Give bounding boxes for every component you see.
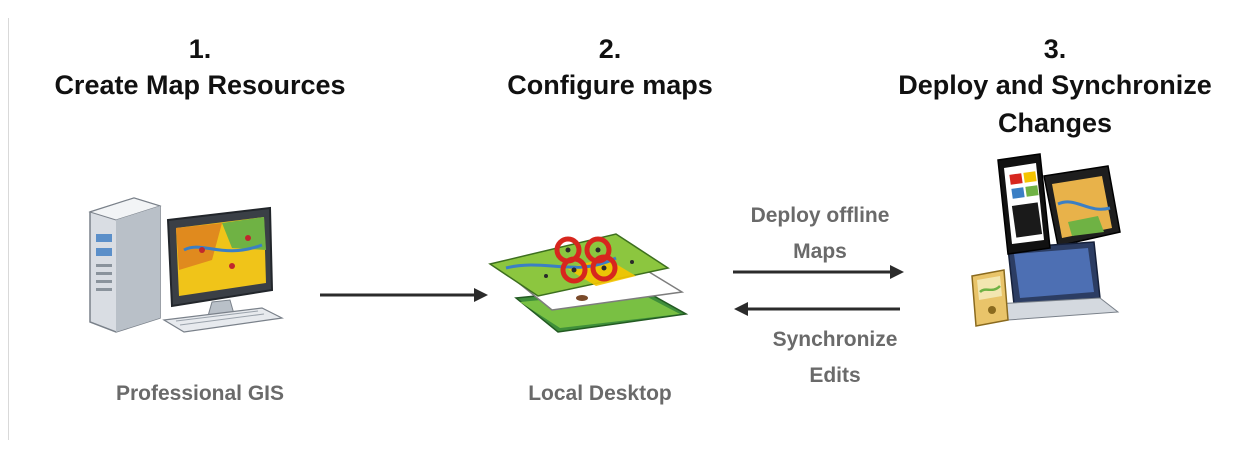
- step-1-title: Create Map Resources: [54, 70, 346, 100]
- map-layers-icon: [488, 233, 689, 333]
- arrow-to-local-desktop: [320, 288, 488, 302]
- mobile-devices-icon: [971, 153, 1121, 327]
- professional-gis-caption: Professional GIS: [115, 382, 285, 405]
- step-3-title: Deploy and Synchronize Changes: [898, 70, 1212, 138]
- step-3-number: 3.: [1043, 34, 1067, 64]
- step-2-title: Configure maps: [507, 70, 713, 100]
- deploy-label-line1: Deploy offline: [750, 204, 890, 227]
- left-border: [8, 18, 9, 440]
- synchronize-edits-label: Synchronize Edits: [740, 322, 930, 394]
- desktop-computer-icon: [88, 197, 284, 333]
- deploy-label-line2: Maps: [793, 240, 847, 263]
- step-2-header: 2. Configure maps: [460, 32, 760, 104]
- arrow-sync-to-desktop: [734, 302, 900, 316]
- arrow-deploy-to-devices: [733, 265, 904, 279]
- step-1-number: 1.: [188, 34, 212, 64]
- local-desktop-caption: Local Desktop: [528, 382, 672, 405]
- step-2-number: 2.: [598, 34, 622, 64]
- sync-label-line2: Edits: [809, 364, 861, 387]
- sync-label-line1: Synchronize: [772, 328, 898, 351]
- deploy-offline-maps-label: Deploy offline Maps: [720, 198, 920, 270]
- step-3-header: 3. Deploy and Synchronize Changes: [860, 32, 1247, 142]
- step-1-header: 1. Create Map Resources: [20, 32, 380, 104]
